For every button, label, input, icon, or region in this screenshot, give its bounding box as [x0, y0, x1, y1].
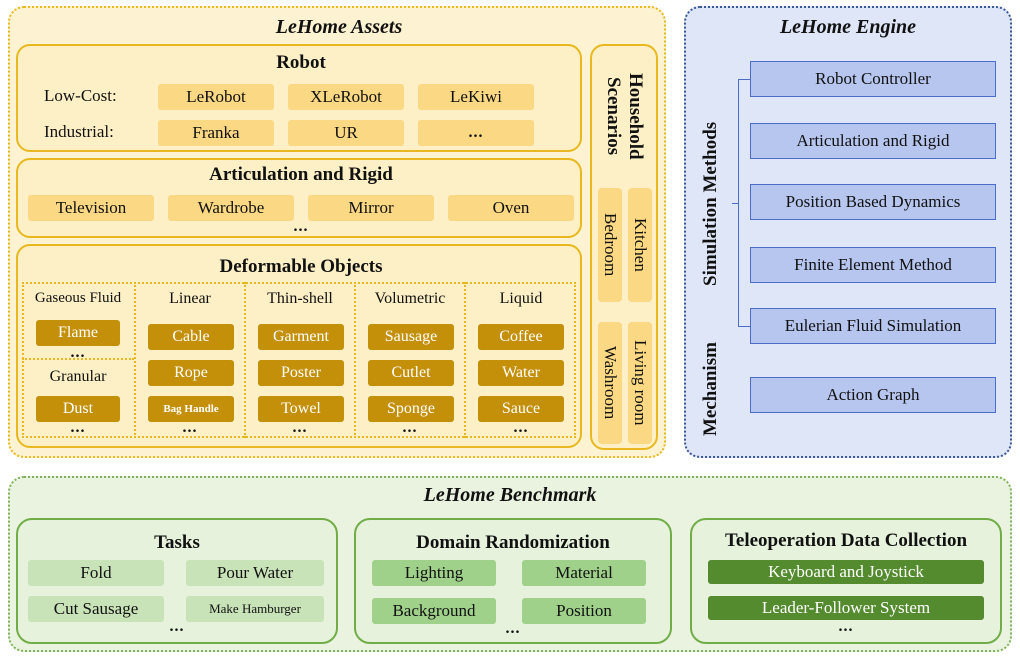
gaseous-title: Gaseous Fluid — [34, 290, 122, 306]
engine-title: LeHome Engine — [779, 16, 917, 38]
assets-title: LeHome Assets — [275, 16, 403, 38]
mechanism-label: Mechanism — [700, 342, 721, 436]
domain-lighting: Lighting — [372, 560, 496, 586]
teleop-title: Teleoperation Data Collection — [724, 530, 968, 551]
articulation-box: Articulation and Rigid Television Wardro… — [16, 158, 582, 238]
industrial-label: Industrial: — [44, 122, 114, 141]
volumetric-cutlet: Cutlet — [368, 360, 454, 386]
articulation-title: Articulation and Rigid — [209, 164, 393, 185]
deformable-columns — [22, 282, 576, 438]
domain-more: ... — [505, 620, 521, 637]
deformable-title: Deformable Objects — [219, 256, 383, 277]
volumetric-sausage: Sausage — [368, 324, 454, 350]
robot-franka: Franka — [158, 120, 274, 146]
task-make-hamburger: Make Hamburger — [186, 596, 324, 622]
robot-lerobot: LeRobot — [158, 84, 274, 110]
thinshell-title: Thin-shell — [267, 290, 333, 307]
robot-lekiwi: LeKiwi — [418, 84, 534, 110]
volumetric-column: Volumetric Sausage Cutlet Sponge ... — [354, 282, 464, 438]
teleop-box: Teleoperation Data Collection Keyboard a… — [690, 518, 1002, 644]
linear-bag-handle: Bag Handle — [148, 396, 234, 422]
linear-rope: Rope — [148, 360, 234, 386]
task-cut-sausage: Cut Sausage — [28, 596, 164, 622]
gaseous-more: ... — [70, 344, 86, 361]
domain-material: Material — [522, 560, 646, 586]
domain-title: Domain Randomization — [416, 532, 610, 553]
articulation-oven: Oven — [448, 195, 574, 221]
granular-title: Granular — [49, 368, 107, 385]
domain-box: Domain Randomization Lighting Material B… — [354, 518, 672, 644]
household-bedroom-pill: Bedroom — [598, 188, 622, 302]
liquid-sauce: Sauce — [478, 396, 564, 422]
robot-xlerobot: XLeRobot — [288, 84, 404, 110]
linear-more: ... — [182, 419, 198, 436]
gaseous-column: Gaseous Fluid Flame ... Granular Dust ..… — [22, 282, 134, 438]
linear-cable: Cable — [148, 324, 234, 350]
household-washroom: Washroom — [601, 346, 620, 420]
liquid-title: Liquid — [499, 290, 543, 307]
household-title: Household Scenarios — [603, 72, 646, 160]
thinshell-towel: Towel — [258, 396, 344, 422]
robot-box: Robot Low-Cost: LeRobot XLeRobot LeKiwi … — [16, 44, 582, 152]
articulation-wardrobe: Wardrobe — [168, 195, 294, 221]
household-kitchen-pill: Kitchen — [628, 188, 652, 302]
bracket-tick-bottom — [738, 326, 750, 327]
benchmark-title: LeHome Benchmark — [423, 484, 597, 506]
volumetric-title: Volumetric — [374, 290, 446, 307]
articulation-more: ... — [293, 218, 309, 235]
teleop-more: ... — [838, 618, 854, 635]
linear-column: Linear Cable Rope Bag Handle ... — [134, 282, 244, 438]
method-pbd: Position Based Dynamics — [750, 184, 996, 220]
method-articulation-rigid: Articulation and Rigid — [750, 123, 996, 159]
tasks-more: ... — [169, 618, 185, 635]
household-bedroom: Bedroom — [601, 213, 620, 277]
volumetric-sponge: Sponge — [368, 396, 454, 422]
thinshell-column: Thin-shell Garment Poster Towel ... — [244, 282, 354, 438]
simulation-methods-label: Simulation Methods — [700, 121, 721, 287]
method-robot-controller: Robot Controller — [750, 61, 996, 97]
tasks-box: Tasks Fold Pour Water Cut Sausage Make H… — [16, 518, 338, 644]
household-box: Household Scenarios Bedroom Kitchen Wash… — [590, 44, 658, 450]
methods-bracket — [738, 79, 750, 327]
liquid-more: ... — [513, 419, 529, 436]
low-cost-label: Low-Cost: — [44, 86, 117, 105]
robot-ur: UR — [288, 120, 404, 146]
robot-more: ... — [418, 120, 534, 146]
robot-title: Robot — [276, 52, 326, 73]
domain-background: Background — [372, 598, 496, 624]
method-fem: Finite Element Method — [750, 247, 996, 283]
mechanism-action-graph: Action Graph — [750, 377, 996, 413]
articulation-mirror: Mirror — [308, 195, 434, 221]
linear-title: Linear — [169, 290, 211, 307]
household-kitchen: Kitchen — [631, 218, 650, 272]
liquid-coffee: Coffee — [478, 324, 564, 350]
method-eulerian-fluid: Eulerian Fluid Simulation — [750, 308, 996, 344]
household-livingroom-pill: Living room — [628, 322, 652, 444]
granular-more: ... — [70, 419, 86, 436]
task-pour-water: Pour Water — [186, 560, 324, 586]
task-fold: Fold — [28, 560, 164, 586]
teleop-leader-follower: Leader-Follower System — [708, 596, 984, 620]
household-washroom-pill: Washroom — [598, 322, 622, 444]
liquid-water: Water — [478, 360, 564, 386]
thinshell-more: ... — [292, 419, 308, 436]
gaseous-divider — [22, 358, 134, 360]
granular-dust: Dust — [36, 396, 120, 422]
bracket-tick-middle — [732, 203, 739, 204]
gaseous-flame: Flame — [36, 320, 120, 346]
liquid-column: Liquid Coffee Water Sauce ... — [464, 282, 576, 438]
tasks-title: Tasks — [154, 532, 200, 553]
thinshell-poster: Poster — [258, 360, 344, 386]
thinshell-garment: Garment — [258, 324, 344, 350]
domain-position: Position — [522, 598, 646, 624]
bracket-tick-top — [738, 79, 750, 80]
household-living-room: Living room — [631, 340, 650, 426]
volumetric-more: ... — [402, 419, 418, 436]
teleop-keyboard-joystick: Keyboard and Joystick — [708, 560, 984, 584]
articulation-television: Television — [28, 195, 154, 221]
